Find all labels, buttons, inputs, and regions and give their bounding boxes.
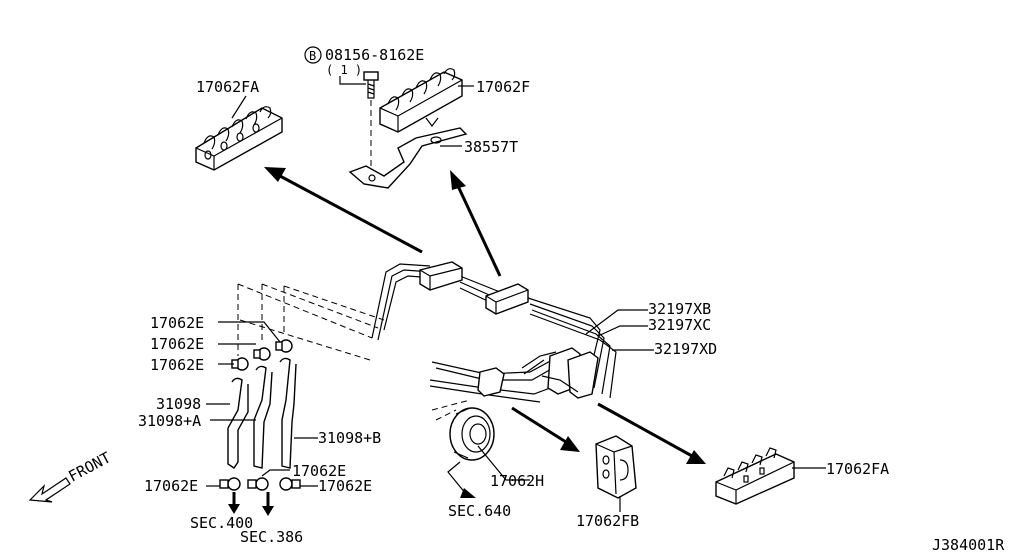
- label-17062fb: 17062FB: [576, 512, 639, 530]
- label-sec400: SEC.400: [190, 514, 253, 532]
- label-17062fa-bottom: 17062FA: [826, 460, 889, 478]
- label-17062e-1: 17062E: [150, 314, 204, 332]
- hose-31098-parts[interactable]: [227, 357, 297, 469]
- clamp-17062e-upper-parts[interactable]: [231, 339, 293, 371]
- front-direction-arrow: [28, 477, 71, 503]
- diagram-code: J384001R: [932, 536, 1005, 554]
- label-17062e-3: 17062E: [150, 356, 204, 374]
- label-32197xb: 32197XB: [648, 300, 711, 318]
- label-32197xd: 32197XD: [654, 340, 717, 358]
- bolt-part[interactable]: [304, 46, 379, 99]
- label-31098a: 31098+A: [138, 412, 201, 430]
- label-sec386: SEC.386: [240, 528, 303, 546]
- clamp-17062e-lower-parts[interactable]: [219, 477, 301, 491]
- label-32197xc: 32197XC: [648, 316, 711, 334]
- grommet-17062h-part[interactable]: [449, 407, 495, 461]
- label-38557t: 38557T: [464, 138, 518, 156]
- label-sec640: SEC.640: [448, 502, 511, 520]
- label-17062e-5: 17062E: [292, 462, 346, 480]
- label-17062f: 17062F: [476, 78, 530, 96]
- clip-17062fa-bottom-part[interactable]: [715, 447, 795, 505]
- label-17062e-6: 17062E: [318, 477, 372, 495]
- label-31098b: 31098+B: [318, 429, 381, 447]
- bracket-38557t-part[interactable]: [348, 127, 468, 189]
- label-front: FRONT: [65, 448, 113, 485]
- label-31098: 31098: [156, 395, 201, 413]
- label-17062h: 17062H: [490, 472, 544, 490]
- label-bolt-qty: ( 1 ): [326, 63, 362, 77]
- clip-17062fa-top-part[interactable]: [195, 106, 283, 171]
- clip-17062f-part[interactable]: [379, 68, 463, 133]
- label-17062e-2: 17062E: [150, 335, 204, 353]
- brake-tube-assembly[interactable]: [371, 261, 617, 403]
- label-bolt-code: 08156-8162E: [325, 46, 424, 64]
- label-17062fa-top: 17062FA: [196, 78, 259, 96]
- label-17062e-4: 17062E: [144, 477, 198, 495]
- clip-17062fb-part[interactable]: [595, 435, 637, 499]
- bolt-prefix-label: B: [309, 49, 316, 63]
